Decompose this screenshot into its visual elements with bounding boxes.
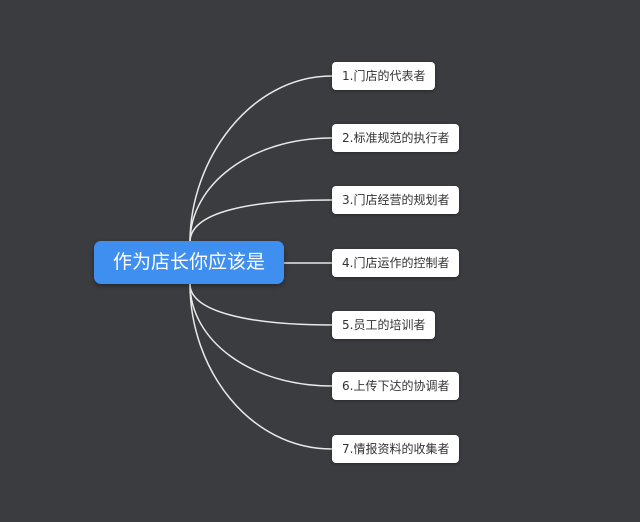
connector-7: [189, 283, 333, 450]
child-topic-3[interactable]: 3.门店经营的规划者: [332, 186, 460, 214]
connector-5: [189, 283, 333, 326]
root-topic[interactable]: 作为店长你应该是: [94, 241, 284, 284]
child-topic-1[interactable]: 1.门店的代表者: [332, 62, 436, 90]
child-topic-label: 3.门店经营的规划者: [342, 193, 450, 207]
connector-6: [189, 283, 333, 387]
child-topic-label: 6.上传下达的协调者: [342, 379, 450, 393]
child-topic-6[interactable]: 6.上传下达的协调者: [332, 372, 460, 400]
child-topic-4[interactable]: 4.门店运作的控制者: [332, 249, 460, 277]
child-topic-5[interactable]: 5.员工的培训者: [332, 311, 436, 339]
root-topic-label: 作为店长你应该是: [112, 251, 265, 273]
child-topic-2[interactable]: 2.标准规范的执行者: [332, 124, 460, 152]
child-topic-label: 1.门店的代表者: [342, 69, 426, 83]
child-topic-label: 5.员工的培训者: [342, 318, 426, 332]
connector-2: [189, 137, 333, 243]
connector-3: [189, 199, 333, 243]
child-topic-7[interactable]: 7.情报资料的收集者: [332, 435, 460, 463]
child-topic-label: 2.标准规范的执行者: [342, 131, 450, 145]
connector-1: [189, 75, 333, 243]
child-topic-label: 7.情报资料的收集者: [342, 442, 450, 456]
child-topic-label: 4.门店运作的控制者: [342, 256, 450, 270]
